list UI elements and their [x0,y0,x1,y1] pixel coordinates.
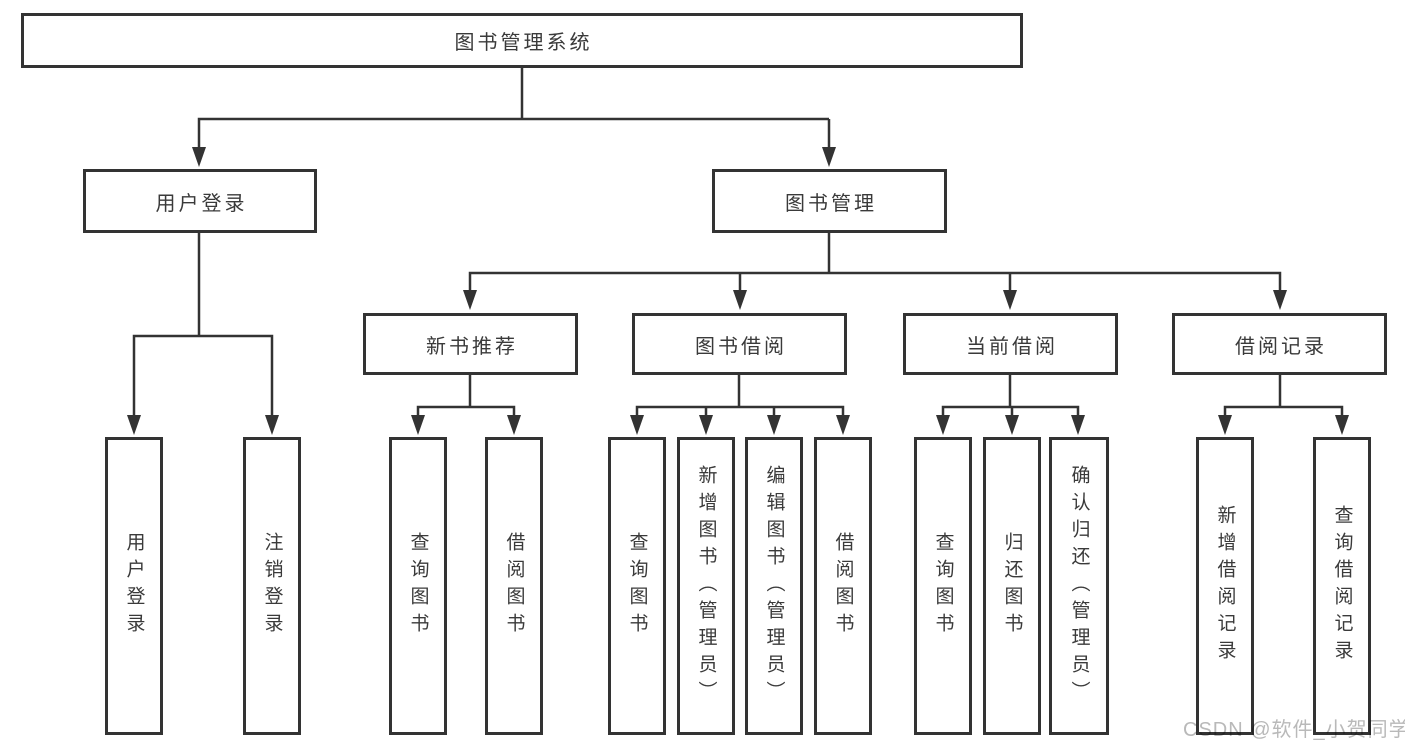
node-label: 图书借阅 [695,335,787,358]
node-borrow-books: 借阅图书 [814,437,872,735]
node-label: 借阅图书 [503,532,525,640]
node-label: 新增借阅记录 [1214,505,1236,667]
node-label: 图书管理 [785,192,877,215]
node-book-borrowing: 图书借阅 [632,313,847,375]
arrowheads [127,147,1349,435]
node-new-book-recommendation: 新书推荐 [363,313,578,375]
node-confirm-return-admin: 确认归还（管理员） [1049,437,1109,735]
node-label: 借阅记录 [1235,335,1327,358]
node-user-login-leaf: 用户登录 [105,437,163,735]
node-current-borrowing: 当前借阅 [903,313,1118,375]
node-label: 查询借阅记录 [1331,505,1353,667]
node-query-books: 查询图书 [389,437,447,735]
node-label: 查询图书 [626,532,648,640]
node-label: 新增图书（管理员） [695,464,717,708]
node-book-management: 图书管理 [712,169,947,233]
node-label: 归还图书 [1001,532,1023,640]
node-label: 编辑图书（管理员） [763,464,785,708]
node-label: 借阅图书 [832,532,854,640]
node-library-management-system: 图书管理系统 [21,13,1023,68]
node-label: 查询图书 [932,532,954,640]
node-logout: 注销登录 [243,437,301,735]
node-borrowing-records: 借阅记录 [1172,313,1387,375]
node-label: 当前借阅 [966,335,1058,358]
node-label: 用户登录 [123,532,145,640]
node-label: 查询图书 [407,532,429,640]
node-user-login: 用户登录 [83,169,317,233]
node-borrow-books: 借阅图书 [485,437,543,735]
node-query-books: 查询图书 [914,437,972,735]
csdn-watermark: CSDN @软件_小贺同学 [1183,719,1405,741]
node-query-books: 查询图书 [608,437,666,735]
node-label: 图书管理系统 [454,32,593,54]
node-return-books: 归还图书 [983,437,1041,735]
node-label: 新书推荐 [426,335,518,358]
node-query-borrow-record: 查询借阅记录 [1313,437,1371,735]
node-label: 用户登录 [155,192,248,215]
node-label: 注销登录 [261,532,283,640]
node-add-borrow-record: 新增借阅记录 [1196,437,1254,735]
node-label: 确认归还（管理员） [1068,464,1090,708]
node-edit-book-admin: 编辑图书（管理员） [745,437,803,735]
node-add-book-admin: 新增图书（管理员） [677,437,735,735]
